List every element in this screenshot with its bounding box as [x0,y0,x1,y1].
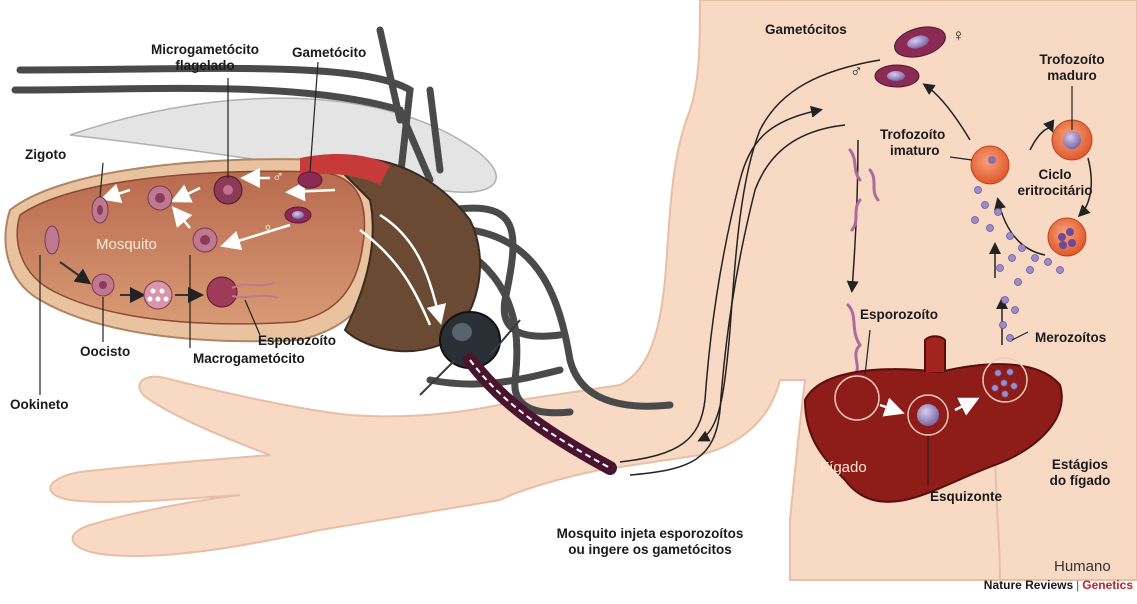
label-ciclo-line2: eritrocitário [1010,183,1100,199]
label-microgametocito-line1: Microgametócito [130,42,280,58]
sporozoite-burst-cell [207,277,237,307]
label-oocisto: Oocisto [80,344,130,360]
label-zigoto: Zigoto [25,147,66,163]
male-symbol-mosquito: ♂ [272,170,284,186]
label-figado: Fígado [820,460,867,476]
male-symbol-human: ♂ [850,64,863,80]
label-estagios-line1: Estágios [1040,457,1120,473]
label-macrogametocito: Macrogametócito [193,351,305,367]
label-ciclo-line1: Ciclo [1010,167,1100,183]
female-symbol-mosquito: ♀ [262,222,274,238]
label-transmissao-line1: Mosquito injeta esporozoítos [540,526,760,542]
source-journal: Genetics [1082,578,1133,592]
label-ciclo-eritrocitario: Ciclo eritrocitário [1010,167,1100,199]
label-trofozoito-imaturo-line2: imaturo [880,143,945,159]
label-trofozoito-maduro-line1: Trofozoíto [1032,52,1112,68]
gametocyte-male-cell [298,172,322,188]
mosquito-abdomen [5,154,480,351]
immature-trophozoite-cell [971,146,1009,184]
label-ookineto: Ookineto [10,397,69,413]
source-name: Nature Reviews [984,578,1073,592]
source-separator: | [1076,578,1079,592]
female-symbol-human: ♀ [952,28,965,44]
label-esquizonte: Esquizonte [930,489,1002,505]
label-trofozoito-maduro-line2: maduro [1032,68,1112,84]
liver-schizont [917,404,939,426]
label-microgametocito: Microgametócito flagelado [130,42,280,74]
label-gametocitos-humano: Gametócitos [765,22,847,38]
label-esporozoito-humano: Esporozoíto [860,307,938,323]
label-esporozoito-mosquito: Esporozoíto [258,333,336,349]
label-estagios-line2: do fígado [1040,473,1120,489]
source-credit: Nature Reviews|Genetics [984,578,1133,592]
label-transmissao: Mosquito injeta esporozoítos ou ingere o… [540,526,760,558]
label-trofozoito-imaturo-line1: Trofozoíto [880,127,945,143]
label-mosquito: Mosquito [96,237,157,253]
label-gametocito-mosquito: Gametócito [292,45,366,61]
label-trofozoito-imaturo: Trofozoíto imaturo [880,127,945,159]
label-trofozoito-maduro: Trofozoíto maduro [1032,52,1112,84]
label-microgametocito-line2: flagelado [130,58,280,74]
label-humano: Humano [1054,559,1111,575]
schizont-rbc-cell [1048,218,1086,256]
label-transmissao-line2: ou ingere os gametócitos [540,542,760,558]
label-estagios-figado: Estágios do fígado [1040,457,1120,489]
label-merozoitos: Merozoítos [1035,330,1106,346]
